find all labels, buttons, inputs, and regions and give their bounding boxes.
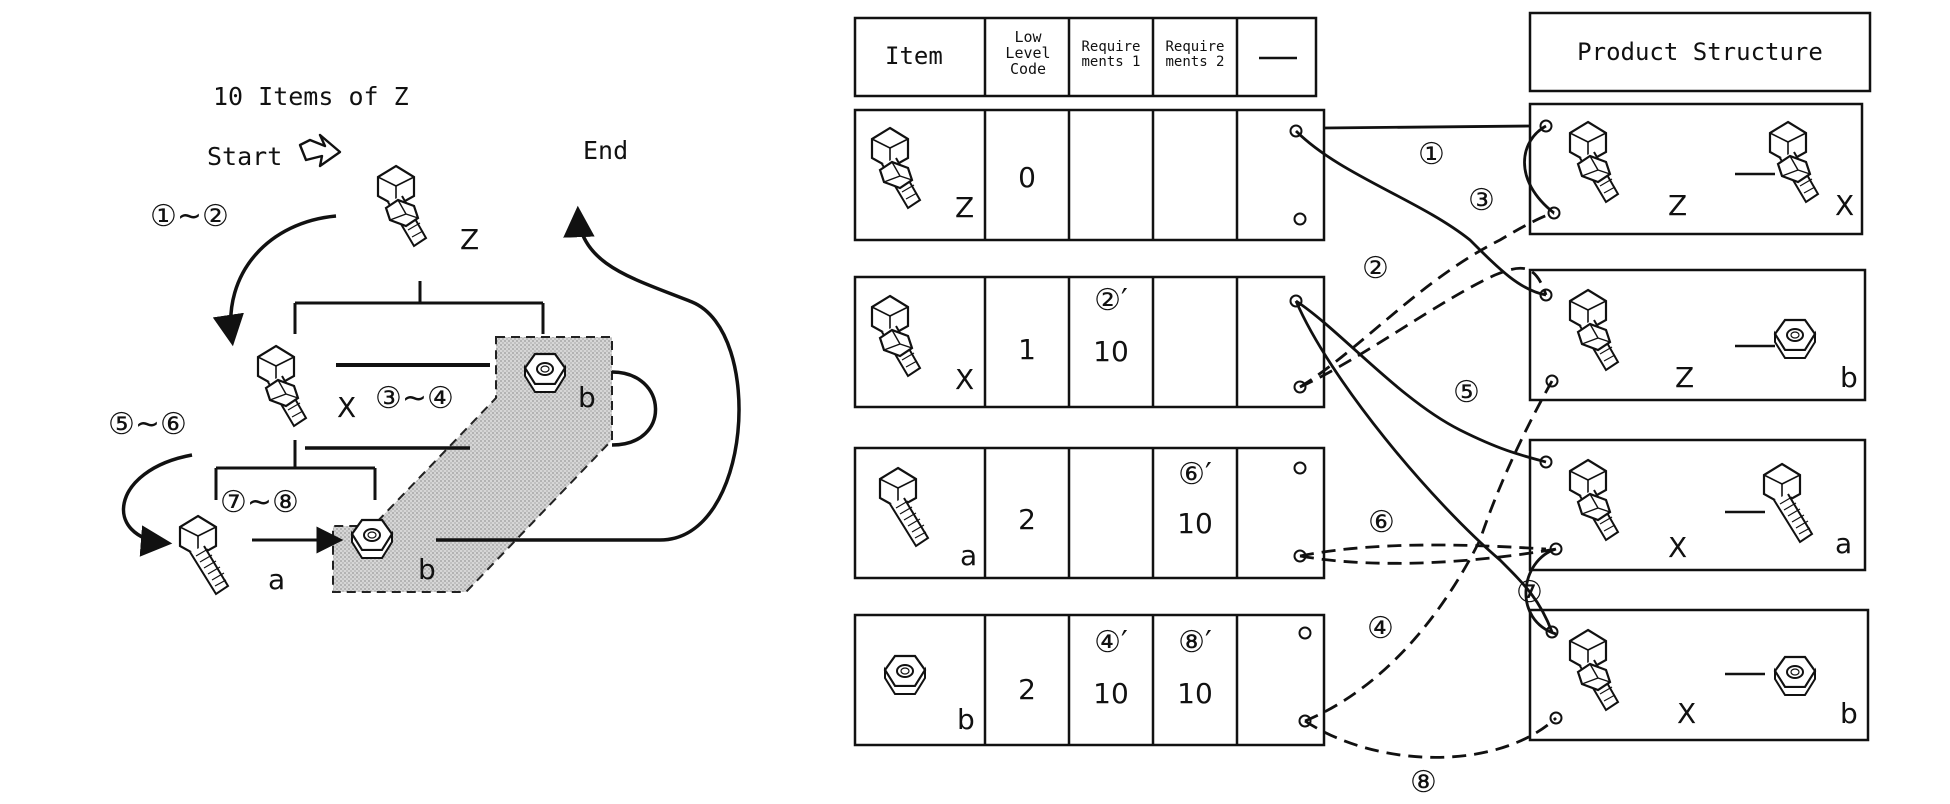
product-structure-header: Product Structure	[1577, 38, 1823, 66]
table-bolt-a-icon	[878, 466, 930, 548]
llc-x: 1	[1018, 333, 1036, 366]
link-label-5: ⑤	[1453, 375, 1480, 410]
req2-value-b: 10	[1177, 677, 1213, 710]
llc-a: 2	[1018, 503, 1036, 536]
item-table	[853, 16, 1326, 747]
req2-value-a: 10	[1177, 507, 1213, 540]
req2-step-a: ⑥′	[1178, 457, 1212, 492]
ps-row1-child: X	[1835, 189, 1855, 222]
bolt-a-icon	[178, 514, 230, 596]
assembly-x-icon	[256, 344, 308, 428]
ps-row4-parent: X	[1677, 697, 1697, 730]
req2-step-b: ⑧′	[1178, 625, 1212, 660]
item-letter-b-bottom: b	[418, 553, 436, 586]
ps-row3-parent: X	[1668, 531, 1688, 564]
ps-parent-z-icon	[1568, 288, 1620, 372]
start-label: Start	[207, 142, 283, 171]
row-item-x: X	[955, 363, 975, 396]
ps-parent-x-icon	[1568, 458, 1620, 542]
item-letter-a: a	[268, 563, 286, 596]
ps-row2-child: b	[1840, 361, 1858, 394]
link-label-1: ①	[1418, 137, 1445, 172]
table-nut-b-icon	[883, 654, 927, 696]
llc-b: 2	[1018, 673, 1036, 706]
link-label-2: ②	[1362, 251, 1389, 286]
req1-step-b: ④′	[1094, 625, 1128, 660]
req1-value-b: 10	[1093, 677, 1129, 710]
item-letter-x: X	[337, 391, 357, 424]
ps-row2-parent: Z	[1675, 361, 1695, 394]
step-label-1-2: ①~②	[150, 199, 229, 234]
step-label-3-4: ③~④	[375, 381, 454, 416]
header-requirements-2: Require ments 2	[1165, 39, 1225, 70]
row-item-b: b	[957, 703, 975, 736]
link-label-3: ③	[1468, 183, 1495, 218]
req1-value-x: 10	[1093, 335, 1129, 368]
product-structure-table	[1528, 11, 1872, 742]
row-item-a: a	[960, 539, 978, 572]
link-label-4: ④	[1367, 611, 1394, 646]
ps-child-a-icon	[1762, 462, 1814, 544]
header-item: Item	[885, 42, 943, 70]
nut-b-icon	[523, 352, 567, 394]
link-lines	[1294, 124, 1557, 759]
item-letter-z: Z	[460, 223, 480, 256]
ps-parent-x-icon	[1568, 628, 1620, 712]
nut-b-icon	[350, 518, 394, 560]
ps-parent-z-icon	[1568, 120, 1620, 204]
row-item-z: Z	[955, 191, 975, 224]
link-label-8: ⑧	[1410, 765, 1437, 800]
left-tree	[121, 133, 741, 596]
table-assembly-z-icon	[870, 126, 922, 210]
header-low-level-code: Low Level Code	[1005, 28, 1051, 78]
req1-step-x: ②′	[1094, 283, 1128, 318]
link-label-7: ⑦	[1516, 575, 1543, 610]
header-requirements-1: Require ments 1	[1081, 39, 1141, 70]
start-arrow-icon	[298, 133, 342, 168]
ps-row4-child: b	[1840, 697, 1858, 730]
ps-child-b-icon	[1773, 318, 1817, 360]
ps-child-b-icon	[1773, 655, 1817, 697]
table-assembly-x-icon	[870, 294, 922, 378]
step-label-7-8: ⑦~⑧	[220, 485, 299, 520]
llc-z: 0	[1018, 161, 1036, 194]
link-label-6: ⑥	[1368, 505, 1395, 540]
ps-child-x-icon	[1768, 120, 1820, 204]
ps-row1-parent: Z	[1668, 189, 1688, 222]
diagram-title: 10 Items of Z	[213, 82, 409, 111]
end-label: End	[583, 136, 629, 165]
item-letter-b-top: b	[578, 381, 596, 414]
assembly-z-icon	[376, 164, 428, 248]
ps-row3-child: a	[1835, 527, 1853, 560]
step-label-5-6: ⑤~⑥	[108, 407, 187, 442]
